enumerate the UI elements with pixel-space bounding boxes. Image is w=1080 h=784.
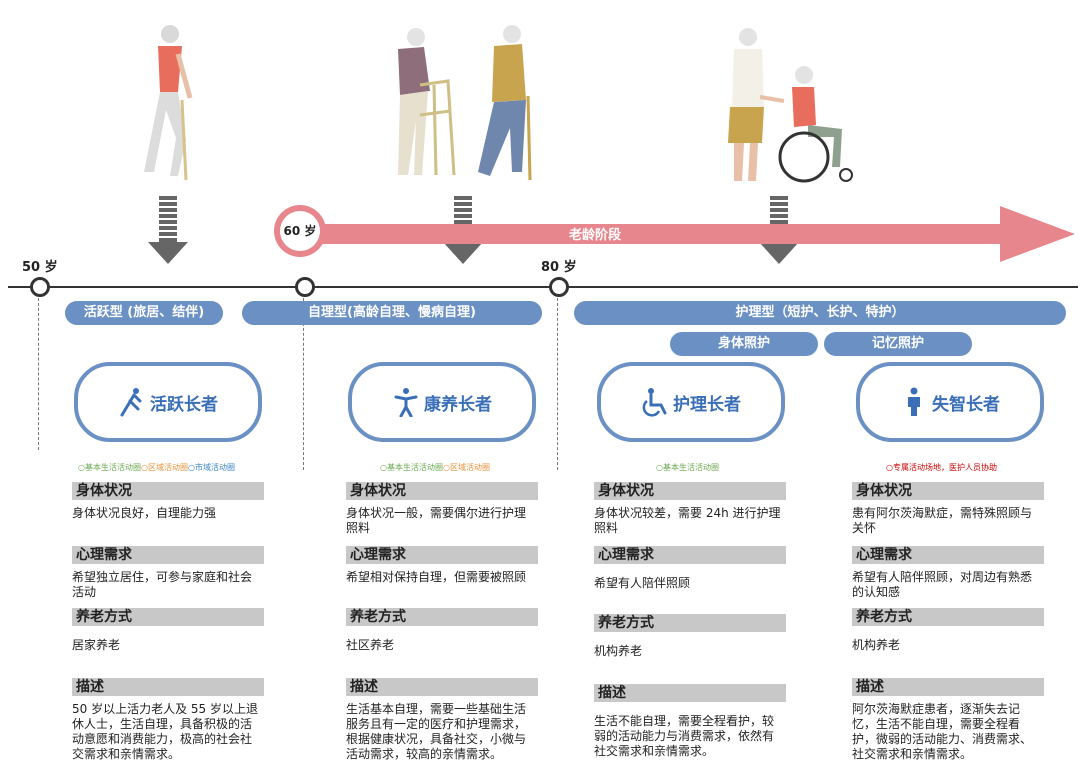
stage-memory-care: 记忆照护: [824, 332, 972, 356]
card-label: 护理长者: [673, 394, 741, 415]
elder-stage-label: 老龄阶段: [568, 228, 621, 243]
elderly-person-icon: [908, 387, 920, 416]
running-person-icon: [120, 388, 142, 417]
wheelchair-care-illustration: [728, 28, 853, 183]
section-heading: 养老方式: [346, 608, 538, 626]
legend-city-circle: ○市域活动圈: [187, 463, 235, 472]
wheelchair-icon: [642, 388, 667, 417]
stage-body-care: 身体照护: [670, 332, 818, 356]
legend-basic-circle: ○基本生活活动圈: [656, 463, 719, 472]
legend-active: ○基本生活活动圈○区域活动圈○市域活动圈: [78, 462, 235, 474]
section-text: 50 岁以上活力老人及 55 岁以上退休人士，生活自理，具备积极的活动意愿和消费…: [72, 702, 258, 761]
section-text: 机构养老: [852, 638, 901, 652]
legend-regional-circle: ○区域活动圈: [140, 463, 188, 472]
section-text: 希望有人陪伴照顾: [594, 576, 691, 590]
card-label: 失智长者: [932, 394, 1000, 415]
divider-80: [557, 298, 558, 470]
section-text: 社区养老: [346, 638, 395, 652]
legend-basic-circle: ○基本生活活动圈: [380, 463, 443, 472]
section-heading: 心理需求: [346, 546, 538, 564]
divider-50: [38, 298, 39, 450]
elder-stage-arrow: [300, 206, 1075, 262]
section-text: 身体状况一般，需要偶尔进行护理照料: [346, 506, 527, 535]
section-text: 身体状况良好，自理能力强: [72, 506, 217, 520]
down-arrow-active: [148, 196, 188, 264]
age-60-label: 60 岁: [280, 211, 320, 251]
tick-50: [30, 277, 50, 297]
section-heading: 养老方式: [852, 608, 1044, 626]
timeline-axis: [8, 286, 1078, 288]
section-heading: 身体状况: [852, 482, 1044, 500]
info-column-nursing: 身体状况 身体状况较差，需要 24h 进行护理照料 心理需求 希望有人陪伴照顾 …: [594, 482, 786, 759]
info-column-active: 身体状况 身体状况良好，自理能力强 心理需求 希望独立居住，可参与家庭和社会活动…: [72, 482, 264, 762]
card-wellness-elder: 康养长者: [348, 362, 536, 442]
section-text: 阿尔茨海默症患者，逐渐失去记忆，生活不能自理，需要全程看护，微弱的活动能力、消费…: [852, 702, 1033, 761]
section-text: 希望独立居住，可参与家庭和社会活动: [72, 570, 253, 599]
stage-nursing: 护理型（短护、长护、特护）: [574, 301, 1066, 325]
legend-regional-circle: ○区域活动圈: [442, 463, 490, 472]
age-80-label: 80 岁: [541, 260, 577, 275]
section-text: 身体状况较差，需要 24h 进行护理照料: [594, 506, 781, 535]
section-heading: 身体状况: [346, 482, 538, 500]
cane-elder-illustration: [478, 25, 532, 181]
section-text: 希望相对保持自理，但需要被照顾: [346, 570, 527, 584]
info-column-dementia: 身体状况 患有阿尔茨海默症，需特殊照顾与关怀 心理需求 希望有人陪伴照顾，对周边…: [852, 482, 1044, 762]
section-text: 希望有人陪伴照顾，对周边有熟悉的认知感: [852, 570, 1033, 599]
tick-60: [295, 277, 315, 297]
card-label: 康养长者: [424, 394, 492, 415]
walker-elder-illustration: [398, 28, 456, 176]
section-heading: 描述: [346, 678, 538, 696]
section-text: 生活基本自理，需要一些基础生活服务且有一定的医疗和护理需求，根据健康状况，具备社…: [346, 702, 527, 761]
legend-exclusive-area: ○专属活动场地，医护人员协助: [886, 463, 997, 472]
section-heading: 描述: [852, 678, 1044, 696]
stage-selfcare: 自理型(高龄自理、慢病自理): [242, 301, 542, 325]
section-heading: 心理需求: [852, 546, 1044, 564]
stage-active: 活跃型 (旅居、结伴): [65, 301, 223, 325]
active-elder-illustration: [144, 25, 193, 181]
legend-wellness: ○基本生活活动圈○区域活动圈: [380, 462, 490, 474]
section-heading: 心理需求: [594, 546, 786, 564]
legend-basic-circle: ○基本生活活动圈: [78, 463, 141, 472]
card-label: 活跃长者: [150, 394, 218, 415]
section-text: 生活不能自理，需要全程看护，较弱的活动能力与消费需求，依然有社交需求和亲情需求。: [594, 714, 775, 758]
legend-dementia: ○专属活动场地，医护人员协助: [886, 462, 997, 474]
section-text: 机构养老: [594, 644, 643, 658]
card-active-elder: 活跃长者: [74, 362, 262, 442]
section-heading: 养老方式: [594, 614, 786, 632]
tick-80: [549, 277, 569, 297]
section-text: 居家养老: [72, 638, 121, 652]
age-60-badge: 60 岁: [274, 205, 326, 257]
section-heading: 身体状况: [594, 482, 786, 500]
section-heading: 身体状况: [72, 482, 264, 500]
legend-nursing: ○基本生活活动圈: [656, 462, 719, 474]
card-dementia-elder: 失智长者: [856, 362, 1044, 442]
section-heading: 描述: [72, 678, 264, 696]
divider-60: [303, 298, 304, 470]
standing-person-icon: [394, 388, 418, 417]
info-column-wellness: 身体状况 身体状况一般，需要偶尔进行护理照料 心理需求 希望相对保持自理，但需要…: [346, 482, 538, 762]
age-50-label: 50 岁: [22, 260, 58, 275]
section-text: 患有阿尔茨海默症，需特殊照顾与关怀: [852, 506, 1033, 535]
section-heading: 描述: [594, 684, 786, 702]
card-nursing-elder: 护理长者: [597, 362, 785, 442]
section-heading: 养老方式: [72, 608, 264, 626]
section-heading: 心理需求: [72, 546, 264, 564]
